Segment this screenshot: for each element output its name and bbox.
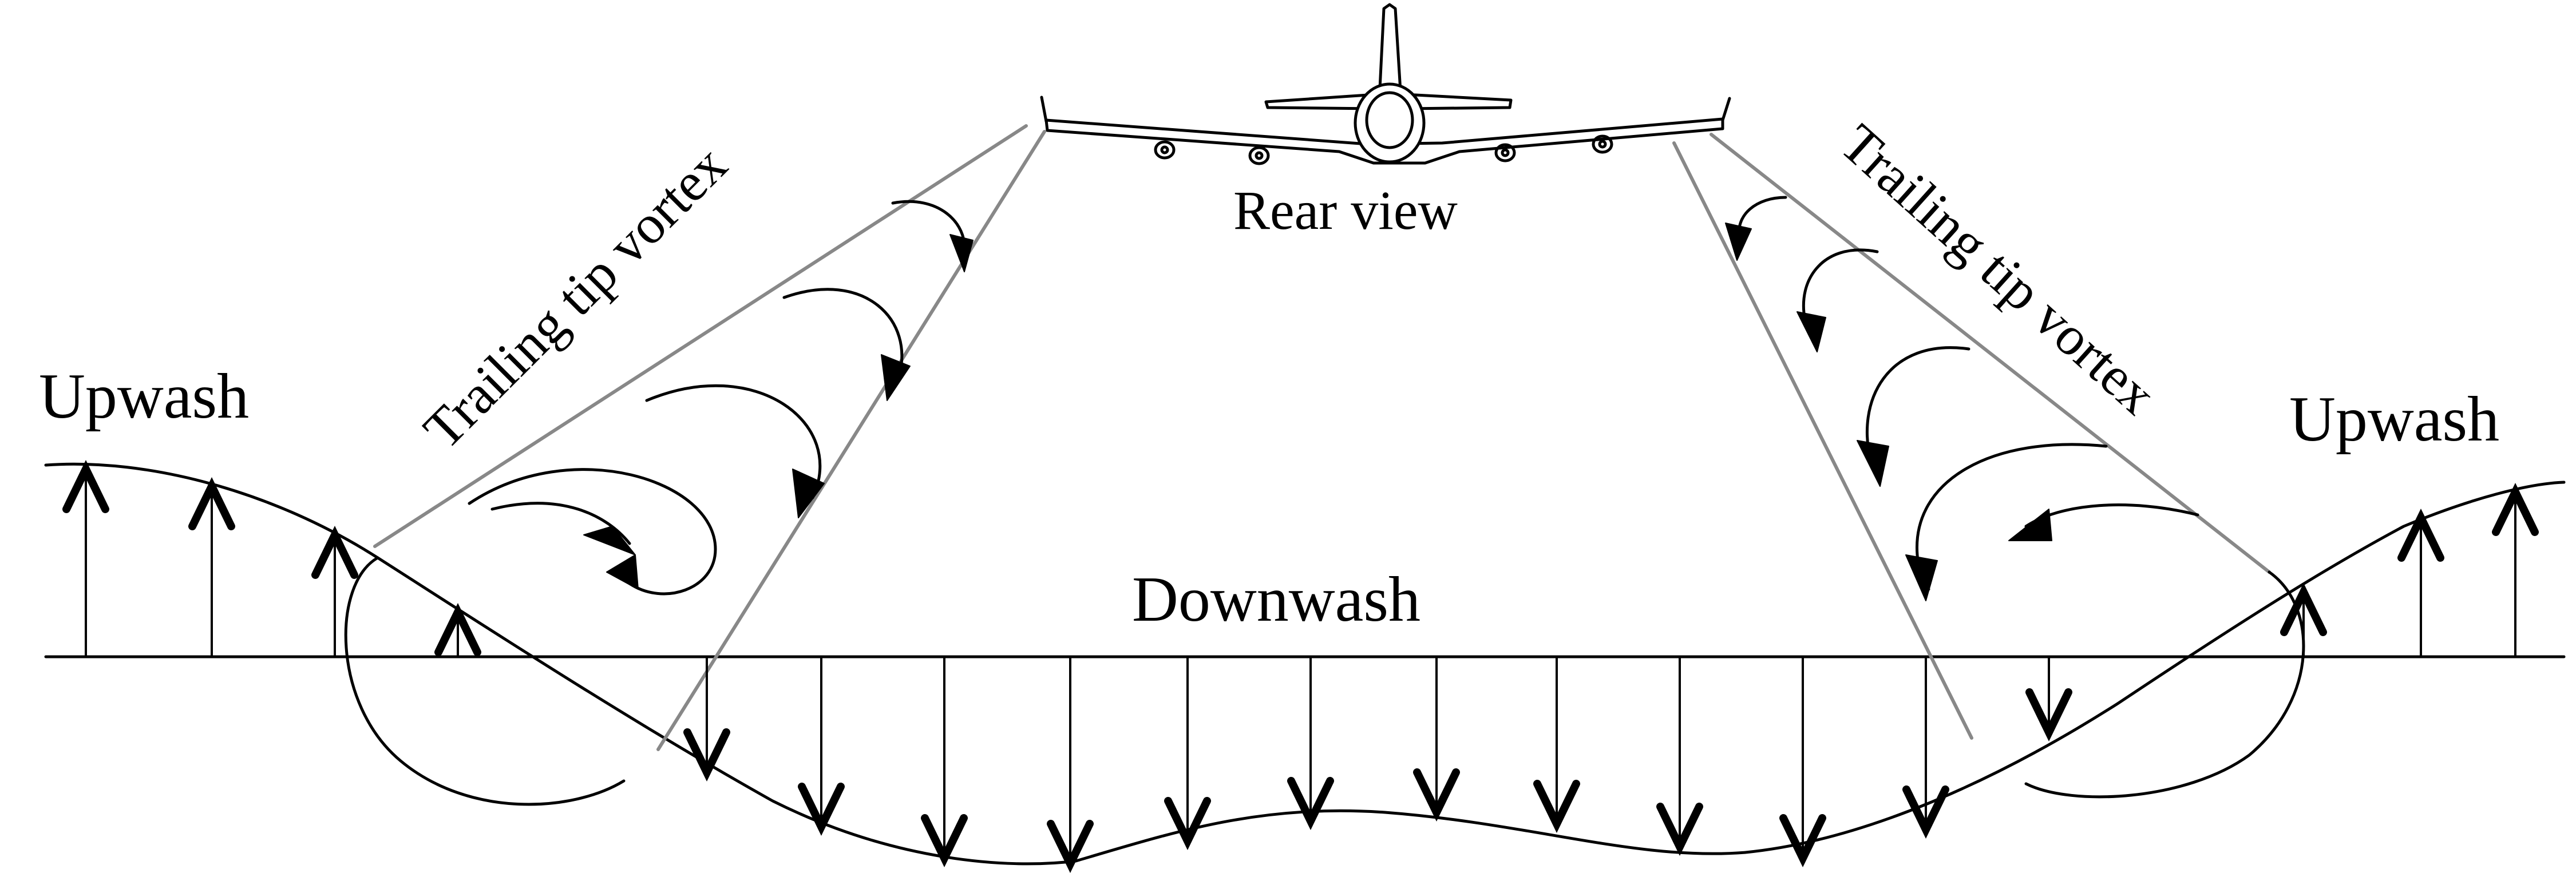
curved-arrow-icon bbox=[645, 384, 822, 499]
curved-arrow-icon bbox=[1866, 346, 1970, 465]
vortex-left bbox=[344, 200, 974, 806]
velocity-profile-curve bbox=[44, 462, 2566, 866]
curved-arrow-icon bbox=[2024, 503, 2199, 528]
downwash-arrow bbox=[1779, 656, 1826, 868]
curved-arrow-icon bbox=[782, 288, 904, 379]
downwash-arrow bbox=[798, 656, 845, 836]
upwash-arrow bbox=[188, 477, 235, 658]
downwash-arrow bbox=[1533, 656, 1580, 834]
downwash-arrow bbox=[2025, 656, 2072, 742]
downwash-arrow bbox=[683, 656, 730, 782]
vortex-cone-edge-right-inner bbox=[1672, 141, 1973, 740]
label-downwash: Downwash bbox=[1132, 564, 1420, 635]
curved-arrow-icon bbox=[344, 556, 626, 806]
downwash-arrow bbox=[1656, 656, 1703, 856]
curved-arrow-icon bbox=[468, 468, 717, 596]
vortex-cone-edge-left-outer bbox=[373, 124, 1028, 548]
downwash-arrow bbox=[1287, 656, 1334, 831]
label-upwash-right: Upwash bbox=[2289, 384, 2499, 455]
upwash-arrow bbox=[62, 459, 109, 658]
downwash-arrow bbox=[921, 656, 968, 868]
vortex-right bbox=[1725, 196, 2305, 799]
label-upwash-left: Upwash bbox=[39, 361, 249, 432]
downwash-arrow bbox=[1164, 656, 1211, 851]
upwash-arrow bbox=[2397, 508, 2444, 658]
upwash-arrow bbox=[311, 525, 358, 658]
vortex-cone-edge-left-inner bbox=[656, 130, 1046, 751]
flow-arrows bbox=[62, 459, 2539, 873]
downwash-arrow bbox=[1047, 656, 1094, 873]
curved-arrow-icon bbox=[1916, 443, 2108, 593]
curved-arrow-icon bbox=[2024, 570, 2305, 799]
label-vortex-right: Trailing tip vortex bbox=[1829, 112, 2168, 426]
aircraft-rear-view-icon bbox=[1040, 3, 1731, 165]
upwash-arrow bbox=[434, 602, 481, 658]
downwash-arrow bbox=[1902, 656, 1949, 839]
label-rear-view: Rear view bbox=[1233, 180, 1458, 241]
upwash-arrow bbox=[2280, 582, 2327, 658]
curved-arrow-icon bbox=[490, 502, 631, 545]
label-vortex-left: Trailing tip vortex bbox=[411, 134, 738, 461]
downwash-arrow bbox=[1413, 656, 1460, 822]
upwash-arrow bbox=[2492, 482, 2539, 658]
vortex-cone-edge-right-outer bbox=[1710, 133, 2271, 574]
